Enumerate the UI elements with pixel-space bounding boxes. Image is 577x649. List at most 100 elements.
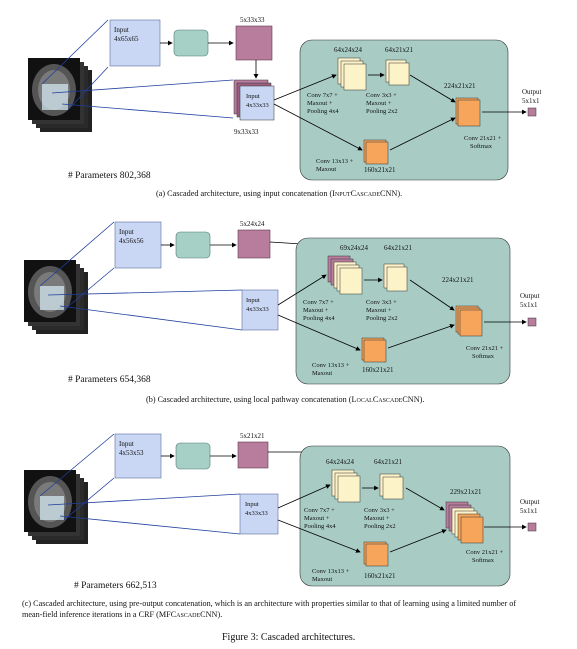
conv13-op-line2: Maxout [312, 370, 332, 377]
output-unit [527, 317, 537, 327]
conv7-op-line2: Maxout + [303, 307, 329, 314]
output-label-line1: Output [522, 88, 542, 96]
conv7-op-line3: Pooling 4x4 [304, 523, 336, 530]
local2-maps [379, 473, 404, 500]
first-output-size: 5x21x21 [240, 432, 265, 440]
local2-size: 64x21x21 [374, 458, 403, 466]
conv21-op-line2: Softmax [472, 353, 495, 360]
output-label-line2: 5x1x1 [520, 301, 538, 309]
panel-caption-line2: mean-field inference iterations in a CRF… [22, 610, 222, 619]
panel-caption: (a) Cascaded architecture, using input c… [156, 189, 402, 198]
merge-maps [455, 305, 483, 337]
merge-size: 224x21x21 [442, 276, 474, 284]
input-label-line2: 4x53x53 [119, 449, 144, 457]
input-label-line2: 4x56x56 [119, 237, 144, 245]
conv13-op-line1: Conv 13x13 + [316, 158, 354, 165]
concat-input-line2: 4x33x33 [246, 102, 269, 109]
conv13-op-line2: Maxout [316, 166, 336, 173]
local1-size: 64x24x24 [326, 458, 355, 466]
merge-size: 229x21x21 [450, 488, 482, 496]
global-size: 160x21x21 [362, 366, 394, 374]
merge-maps [445, 501, 484, 544]
input-box [114, 221, 162, 269]
global-size: 160x21x21 [364, 166, 396, 174]
conv7-op-line1: Conv 7x7 + [303, 299, 334, 306]
concat-input-line1: Input [246, 297, 260, 304]
conv21-op-line2: Softmax [472, 557, 495, 564]
output-label-line2: 5x1x1 [522, 97, 540, 105]
local2-maps [383, 263, 408, 292]
parameters-count: # Parameters 802,368 [68, 171, 151, 181]
local1-maps [337, 57, 367, 91]
concat-input-line1: Input [246, 93, 260, 100]
brain-image-stack [24, 260, 88, 334]
conv21-op-line1: Conv 21x21 + [466, 549, 504, 556]
concat-input-box [239, 493, 279, 535]
conv7-op-line2: Maxout + [307, 100, 333, 107]
local2-size: 64x21x21 [385, 46, 414, 54]
conv3-op-line2: Maxout + [366, 307, 392, 314]
first-output-size: 5x24x24 [240, 220, 265, 228]
local2-maps [385, 59, 410, 86]
merge-size: 224x21x21 [444, 82, 476, 90]
conv21-op-line1: Conv 21x21 + [464, 135, 502, 142]
conv3-op-line1: Conv 3x3 + [366, 92, 397, 99]
concat-input-box [241, 289, 279, 331]
panel-a: Input 4x65x65 5x33x33 Input 4x33x33 9x33… [28, 16, 542, 198]
output-unit [527, 522, 537, 532]
brain-image-stack [28, 58, 92, 132]
conv13-op-line1: Conv 13x13 + [312, 568, 350, 575]
output-label-line1: Output [520, 498, 540, 506]
conv7-op-line1: Conv 7x7 + [304, 507, 335, 514]
first-output-map [237, 229, 271, 259]
conv7-op-line1: Conv 7x7 + [307, 92, 338, 99]
parameters-count: # Parameters 662,513 [74, 581, 157, 591]
conv7-op-line2: Maxout + [304, 515, 330, 522]
conv3-op-line1: Conv 3x3 + [364, 507, 395, 514]
output-unit [527, 107, 537, 117]
conv3-op-line2: Maxout + [366, 100, 392, 107]
parameters-count: # Parameters 654,368 [68, 375, 151, 385]
local1-maps [331, 469, 361, 503]
output-label-line1: Output [520, 292, 540, 300]
concat-size: 9x33x33 [234, 128, 259, 136]
local1-size: 64x24x24 [334, 46, 363, 54]
merge-maps [455, 97, 481, 127]
input-label-line1: Input [114, 26, 129, 34]
teal-cnn-block [173, 29, 209, 57]
figure-caption: Figure 3: Cascaded architectures. [222, 632, 355, 643]
input-box [109, 19, 161, 67]
conv7-op-line3: Pooling 4x4 [303, 315, 335, 322]
input-label-line1: Input [119, 228, 134, 236]
teal-cnn-block [175, 231, 211, 259]
conv3-op-line3: Pooling 2x2 [364, 523, 396, 530]
teal-cnn-block [175, 442, 211, 470]
conv3-op-line2: Maxout + [364, 515, 390, 522]
panel-caption: (b) Cascaded architecture, using local p… [146, 395, 424, 404]
concat-stack [233, 79, 275, 121]
local2-size: 64x21x21 [384, 244, 413, 252]
input-label-line1: Input [119, 440, 134, 448]
concat-input-line2: 4x33x33 [245, 510, 268, 517]
conv13-op-line1: Conv 13x13 + [312, 362, 350, 369]
global-maps [363, 541, 389, 567]
conv7-op-line3: Pooling 4x4 [307, 108, 339, 115]
input-box [114, 433, 162, 479]
first-output-map [237, 441, 269, 469]
conv21-op-line1: Conv 21x21 + [466, 345, 504, 352]
conv3-op-line3: Pooling 2x2 [366, 108, 398, 115]
panel-b: Input 4x56x56 5x24x24 Input 4x33x33 69x2… [24, 220, 540, 404]
brain-image-stack [24, 470, 88, 544]
conv3-op-line3: Pooling 2x2 [366, 315, 398, 322]
panel-caption-line1: (c) Cascaded architecture, using pre-out… [22, 599, 516, 608]
concat-input-line2: 4x33x33 [246, 306, 269, 313]
global-maps [363, 139, 389, 165]
global-size: 160x21x21 [364, 572, 396, 580]
conv13-op-line2: Maxout [312, 576, 332, 583]
first-output-size: 5x33x33 [240, 16, 265, 24]
local1-size: 69x24x24 [340, 244, 369, 252]
global-maps [361, 337, 387, 363]
concat-input-line1: Input [245, 501, 259, 508]
panel-c: Input 4x53x53 5x21x21 Input 4x33x33 64x2… [22, 432, 540, 619]
